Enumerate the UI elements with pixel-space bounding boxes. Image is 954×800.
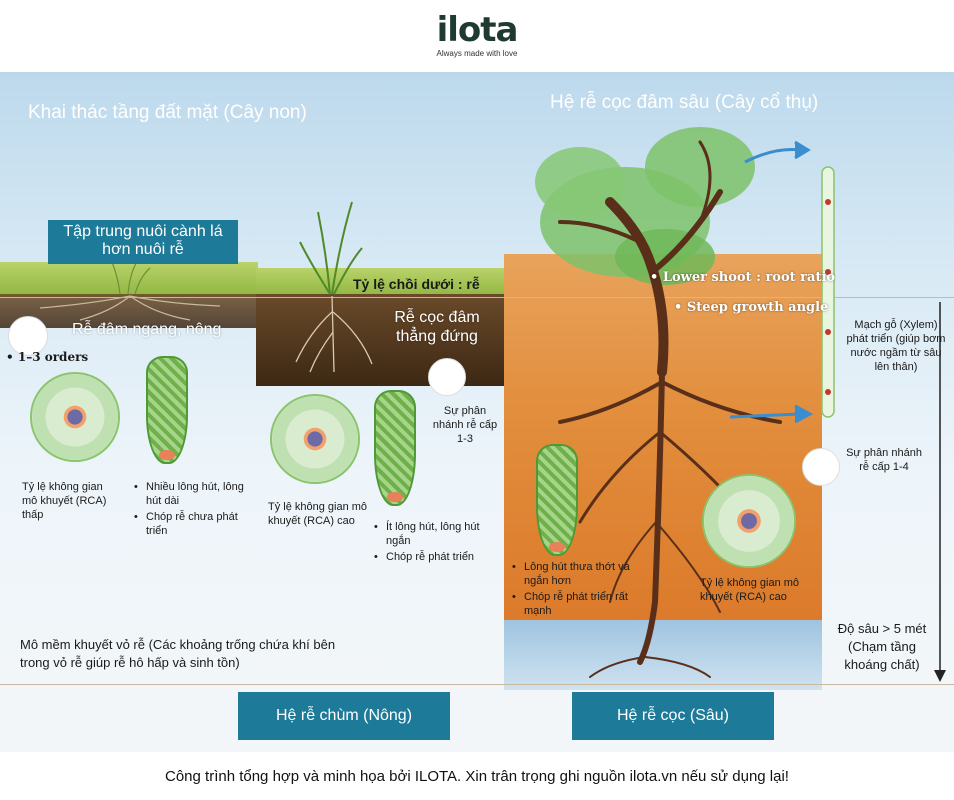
left-bullets: Nhiều lông hút, lông hút dài Chóp rễ chư… bbox=[134, 480, 252, 540]
root-illustration bbox=[39, 127, 946, 682]
left-root-tip bbox=[146, 356, 188, 464]
footer-credit: Công trình tổng hợp và minh họa bởi ILOT… bbox=[165, 768, 789, 785]
left-grass-blades bbox=[111, 259, 151, 295]
focus-box: Tập trung nuôi cành lá hơn nuôi rễ bbox=[48, 220, 238, 264]
middle-taproot: Rễ cọc đâm thẳng đứng bbox=[394, 309, 480, 345]
middle-rca-text: Tỷ lệ không gian mô khuyết (RCA) cao bbox=[268, 501, 368, 527]
right-branch-icon bbox=[802, 448, 840, 486]
middle-grass-layer bbox=[256, 268, 506, 298]
middle-branching: Sự phân nhánh rễ cấp 1-3 bbox=[432, 405, 498, 445]
middle-root-tip bbox=[374, 390, 416, 506]
right-panel-title: Hệ rễ cọc đâm sâu (Cây cổ thụ) bbox=[550, 92, 819, 113]
middle-branch-icon bbox=[428, 358, 466, 396]
depth-arrow bbox=[934, 302, 946, 682]
brand-tagline: Always made with love bbox=[436, 49, 518, 58]
right-cross-section bbox=[702, 474, 796, 568]
growth-angle-label: • Steep growth angle bbox=[674, 300, 829, 315]
flow-arrows bbox=[729, 140, 814, 424]
middle-bullets: Ít lông hút, lông hút ngắn Chóp rễ phát … bbox=[374, 520, 490, 566]
right-bullet-item: Lông hút thưa thớt và ngắn hơn bbox=[512, 560, 630, 588]
orders-label: • 1–3 orders bbox=[6, 350, 89, 364]
fibrous-system-label: Hệ rễ chùm (Nông) bbox=[238, 692, 450, 740]
depth-text: Độ sâu > 5 mét (Chạm tầng khoáng chất) bbox=[837, 621, 927, 672]
diagram-stage: Khai thác tầng đất mặt (Cây non) Tập tru… bbox=[0, 72, 954, 752]
xylem-column bbox=[821, 166, 835, 418]
right-bullets: Lông hút thưa thớt và ngắn hơn Chóp rễ p… bbox=[512, 560, 630, 620]
right-rca-text: Tỷ lệ không gian mô khuyết (RCA) cao bbox=[700, 577, 800, 603]
taproot-system-label: Hệ rễ cọc (Sâu) bbox=[572, 692, 774, 740]
base-line bbox=[0, 684, 954, 685]
left-cross-section bbox=[30, 372, 120, 462]
right-bullet-item: Chóp rễ phát triển rất mạnh bbox=[512, 590, 630, 618]
lower-shoot-label: • Lower shoot : root ratio bbox=[650, 270, 836, 285]
left-bullet-item: Chóp rễ chưa phát triển bbox=[134, 510, 252, 538]
shoot-root-ratio: Tỷ lệ chồi dưới : rễ bbox=[353, 276, 480, 292]
middle-bullet-item: Chóp rễ phát triển bbox=[374, 550, 490, 564]
brand-name: ilota bbox=[436, 10, 519, 50]
middle-plant bbox=[299, 201, 363, 295]
left-root-type: Rễ đâm ngang, nông bbox=[72, 321, 222, 338]
cortex-note: Mô mềm khuyết vỏ rễ (Các khoảng trống ch… bbox=[20, 637, 336, 670]
groundwater-layer bbox=[504, 620, 822, 690]
right-root-tip bbox=[536, 444, 578, 556]
ground-line bbox=[0, 297, 954, 298]
xylem-text: Mạch gỗ (Xylem) phát triển (giúp bơm nướ… bbox=[846, 319, 946, 373]
left-shallow-roots bbox=[39, 295, 221, 321]
left-grass-layer bbox=[0, 262, 258, 298]
left-bullet-item: Nhiều lông hút, lông hút dài bbox=[134, 480, 252, 508]
middle-roots bbox=[295, 295, 373, 373]
right-branching: Sự phân nhánh rễ cấp 1-4 bbox=[846, 447, 922, 473]
middle-cross-section bbox=[270, 394, 360, 484]
middle-bullet-item: Ít lông hút, lông hút ngắn bbox=[374, 520, 490, 548]
branch-order-icon bbox=[8, 316, 48, 356]
left-panel-title: Khai thác tầng đất mặt (Cây non) bbox=[28, 102, 307, 123]
left-rca-text: Tỷ lệ không gian mô khuyết (RCA) thấp bbox=[22, 481, 107, 521]
tree-roots bbox=[558, 369, 782, 678]
brand-logo: ilota Always made with love bbox=[0, 12, 954, 58]
tree-trunk bbox=[558, 140, 723, 377]
